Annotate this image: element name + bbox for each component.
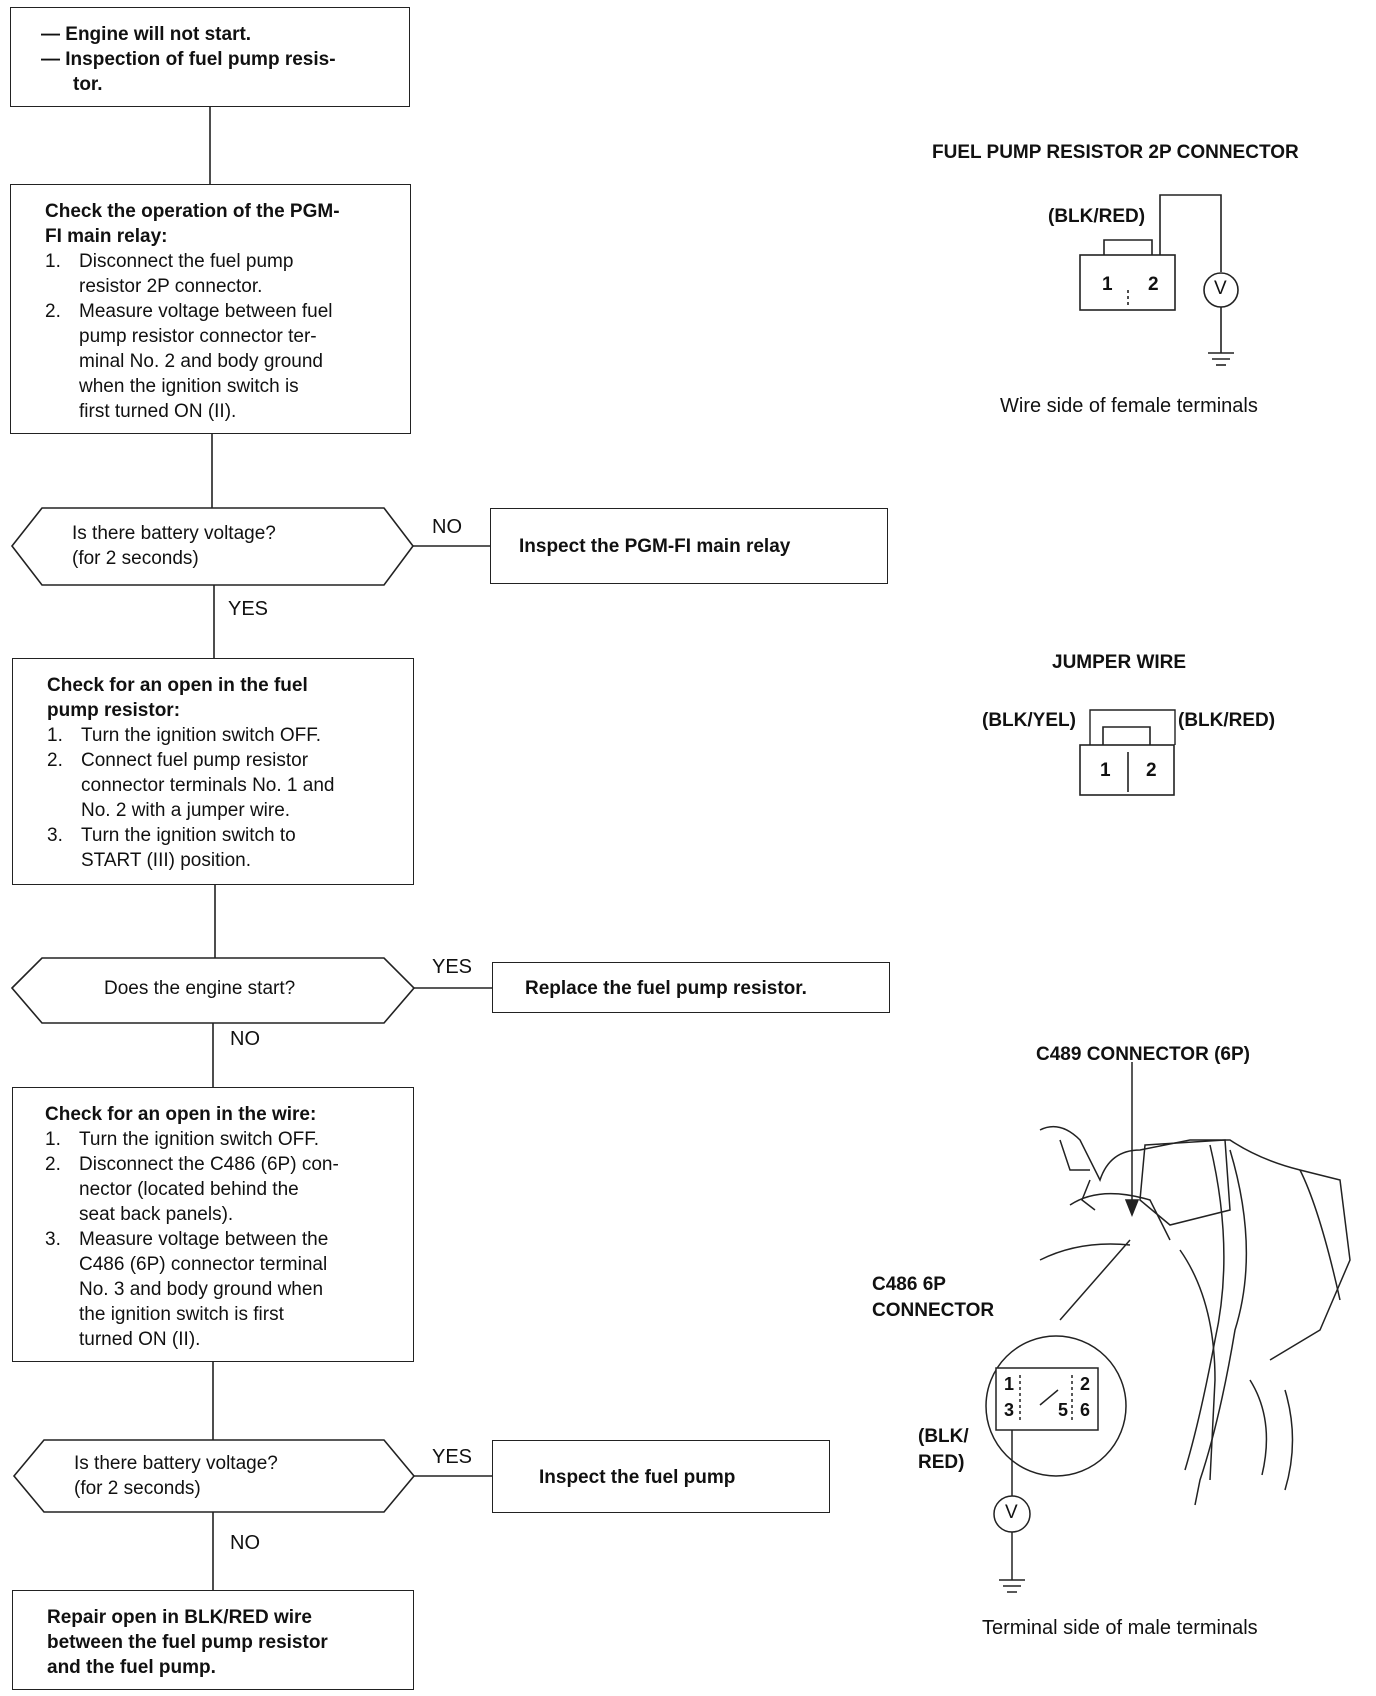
pin-3: 3 xyxy=(1004,1400,1015,1420)
step-check-main-relay: Check the operation of the PGM- FI main … xyxy=(10,184,411,434)
pin-6: 6 xyxy=(1080,1400,1091,1420)
connector-2p-caption: Wire side of female terminals xyxy=(1000,395,1258,417)
symptom-3: tor. xyxy=(73,74,103,95)
step-item: 2. Disconnect the C486 (6P) con-nector (… xyxy=(45,1154,339,1225)
right-wire-label: (BLK/RED) xyxy=(1178,710,1276,731)
connector-2p-diagram xyxy=(1079,194,1239,366)
decision-shape-2 xyxy=(10,957,416,1024)
terminal-2: 2 xyxy=(1146,760,1157,781)
blk-red-wire-label: (BLK/RED) xyxy=(918,1426,969,1473)
decision-3-yes-label: YES xyxy=(432,1446,473,1468)
decision-1-no-label: NO xyxy=(432,516,462,538)
wire-color-label: (BLK/RED) xyxy=(1048,206,1146,227)
jumper-wire-title: JUMPER WIRE xyxy=(1052,652,1187,673)
decision-3-no-label: NO xyxy=(230,1532,260,1554)
step-item: 1.Turn the ignition switch OFF. xyxy=(45,1129,320,1150)
step-title: Check for an open in the wire: xyxy=(45,1104,317,1125)
terminal-1: 1 xyxy=(1102,274,1113,295)
c489-connector-label: C489 CONNECTOR (6P) xyxy=(1036,1044,1250,1065)
voltmeter-icon: V xyxy=(1214,278,1227,299)
start-box: — Engine will not start. — Inspection of… xyxy=(10,7,410,107)
c486-caption: Terminal side of male terminals xyxy=(982,1617,1258,1639)
terminal-2: 2 xyxy=(1148,274,1159,295)
action-replace-resistor: Replace the fuel pump resistor. xyxy=(492,962,890,1013)
decision-shape-1 xyxy=(10,507,415,586)
step-title-cont: FI main relay: xyxy=(45,226,168,247)
decision-1-yes-label: YES xyxy=(228,598,269,620)
symptom-1: — Engine will not start. xyxy=(41,24,252,45)
decision-3-question: Is there battery voltage?(for 2 seconds) xyxy=(74,1453,278,1499)
symptom-2: — Inspection of fuel pump resis- xyxy=(41,49,336,70)
connector-2p-title: FUEL PUMP RESISTOR 2P CONNECTOR xyxy=(932,142,1299,163)
decision-2-question: Does the engine start? xyxy=(104,978,296,999)
voltmeter-icon: V xyxy=(1005,1502,1018,1523)
jumper-wire-diagram xyxy=(1079,709,1176,796)
step-title: Check for an open in the fuel xyxy=(47,675,308,696)
left-wire-label: (BLK/YEL) xyxy=(982,710,1076,731)
terminal-1: 1 xyxy=(1100,760,1111,781)
step-check-open-wire: Check for an open in the wire: 1.Turn th… xyxy=(12,1087,414,1362)
pin-5: 5 xyxy=(1058,1400,1069,1420)
step-title: Check the operation of the PGM- xyxy=(45,201,340,222)
c486-connector-illustration xyxy=(985,1062,1351,1593)
decision-2-yes-label: YES xyxy=(432,956,473,978)
pin-1: 1 xyxy=(1004,1374,1015,1394)
step-item: 1.Turn the ignition switch OFF. xyxy=(47,725,322,746)
step-check-fuel-pump-resistor: Check for an open in the fuel pump resis… xyxy=(12,658,414,885)
decision-2-no-label: NO xyxy=(230,1028,260,1050)
pin-2: 2 xyxy=(1080,1374,1091,1394)
decision-1-question: Is there battery voltage?(for 2 seconds) xyxy=(72,523,276,569)
decision-shape-3 xyxy=(12,1439,416,1513)
step-title-cont: pump resistor: xyxy=(47,700,181,721)
action-inspect-fuel-pump: Inspect the fuel pump xyxy=(492,1440,830,1513)
action-inspect-main-relay: Inspect the PGM-FI main relay xyxy=(490,508,888,584)
